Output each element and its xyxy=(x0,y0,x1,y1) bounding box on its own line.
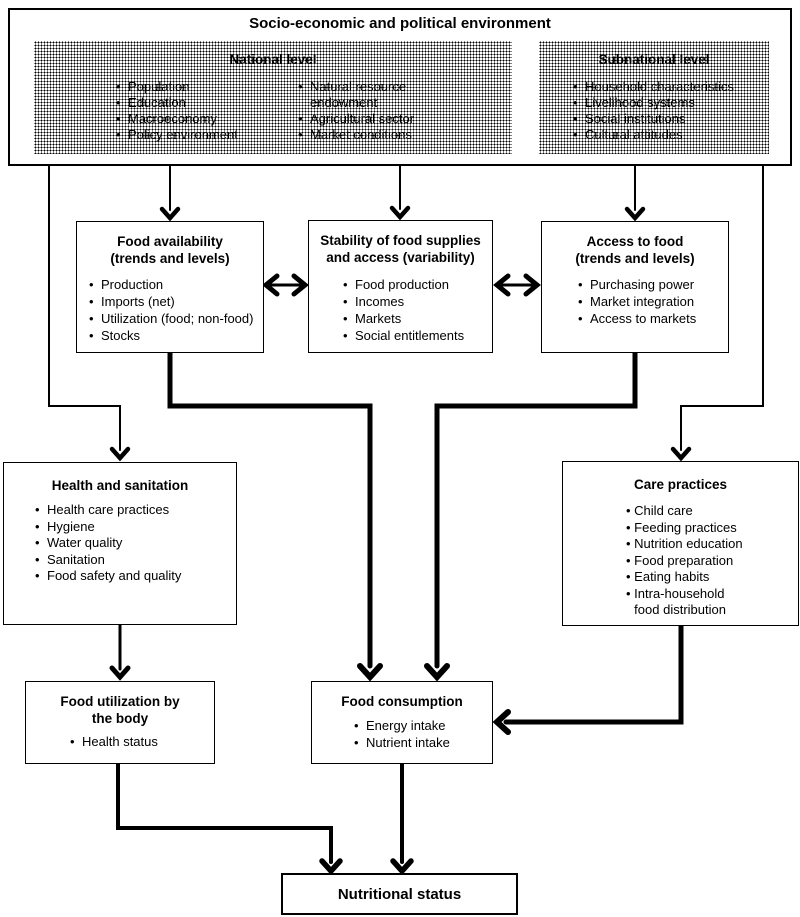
national-list-col1: Population Education Macroeconomy Policy… xyxy=(116,79,238,143)
stability-title: Stability of food supplies and access (v… xyxy=(309,232,492,266)
title-line1: Food utilization by xyxy=(60,694,180,709)
list-item: Energy intake xyxy=(354,717,450,734)
food-availability-list: Production Imports (net) Utilization (fo… xyxy=(89,276,253,344)
stability-list: Food production Incomes Markets Social e… xyxy=(343,276,464,344)
double-arrow-stability-access xyxy=(493,273,541,297)
title-line2: the body xyxy=(91,711,149,726)
list-item: Natural resource endowment xyxy=(298,79,463,111)
care-practices-title: Care practices xyxy=(633,477,728,492)
arrow-care-to-consumption xyxy=(492,623,684,735)
box-food-consumption: Food consumption Energy intake Nutrient … xyxy=(311,681,493,764)
list-item: Feeding practices xyxy=(626,520,752,537)
box-nutritional-status: Nutritional status xyxy=(281,873,518,915)
list-item: Child care xyxy=(626,503,752,520)
title-line2: (trends and levels) xyxy=(110,251,230,266)
list-item: Social institutions xyxy=(573,111,763,127)
list-item: Utilization (food; non-food) xyxy=(89,310,253,327)
arrow-env-to-stability xyxy=(389,165,411,221)
arrow-env-to-health xyxy=(48,165,131,462)
list-item: Household characteristics xyxy=(573,79,763,95)
list-item: Education xyxy=(116,95,238,111)
title-line1: Food availability xyxy=(117,234,223,249)
list-item: Imports (net) xyxy=(89,293,253,310)
arrow-consumption-to-nutrition xyxy=(390,762,414,876)
arrow-env-to-access xyxy=(624,165,646,222)
arrow-health-to-utilization xyxy=(109,623,131,681)
arrow-env-to-care xyxy=(670,165,764,462)
list-item: Social entitlements xyxy=(343,327,464,344)
title-line1: Stability of food supplies xyxy=(320,233,481,248)
list-item: Access to markets xyxy=(578,310,696,327)
box-food-utilization: Food utilization by the body Health stat… xyxy=(25,681,215,764)
list-item: Food preparation xyxy=(626,553,752,570)
health-list: Health care practices Hygiene Water qual… xyxy=(35,502,181,585)
food-availability-title: Food availability (trends and levels) xyxy=(77,233,263,267)
access-to-food-title: Access to food (trends and levels) xyxy=(542,233,728,267)
list-item: Intra-household food distribution xyxy=(626,586,752,619)
list-item: Nutrition education xyxy=(626,536,752,553)
national-level-title: National level xyxy=(229,52,317,67)
food-consumption-title: Food consumption xyxy=(341,694,463,709)
box-socioeconomic-environment: Socio-economic and political environment… xyxy=(8,8,792,166)
list-item: Water quality xyxy=(35,535,181,552)
box-stability: Stability of food supplies and access (v… xyxy=(308,220,493,353)
double-arrow-availability-stability xyxy=(262,273,309,297)
box-access-to-food: Access to food (trends and levels) Purch… xyxy=(541,221,729,353)
list-item: Health status xyxy=(70,733,158,750)
list-item: Population xyxy=(116,79,238,95)
environment-title: Socio-economic and political environment xyxy=(249,15,551,32)
panel-national-level: National level Population Education Macr… xyxy=(34,41,512,154)
list-item: Policy environment xyxy=(116,127,238,143)
national-list-col2: Natural resource endowment Agricultural … xyxy=(298,79,463,143)
list-item: Incomes xyxy=(343,293,464,310)
list-item: Market conditions xyxy=(298,127,463,143)
arrow-utilization-to-nutrition xyxy=(116,762,343,876)
title-line1: Access to food xyxy=(586,234,684,249)
arrow-availability-to-consumption xyxy=(167,350,383,682)
list-item: Eating habits xyxy=(626,569,752,586)
list-item: Health care practices xyxy=(35,502,181,519)
list-item: Agricultural sector xyxy=(298,111,463,127)
list-item: Hygiene xyxy=(35,519,181,536)
list-item: Cultural attitudes xyxy=(573,127,763,143)
health-title: Health and sanitation xyxy=(51,478,189,493)
list-item: Production xyxy=(89,276,253,293)
list-item: Markets xyxy=(343,310,464,327)
list-item: Livelihood systems xyxy=(573,95,763,111)
list-item: Macroeconomy xyxy=(116,111,238,127)
title-line2: (trends and levels) xyxy=(575,251,695,266)
list-item-text: Intra-household food distribution xyxy=(634,585,726,618)
subnational-level-title: Subnational level xyxy=(598,52,710,67)
box-food-availability: Food availability (trends and levels) Pr… xyxy=(76,221,264,353)
box-care-practices: Care practices Child care Feeding practi… xyxy=(562,461,799,626)
food-utilization-list: Health status xyxy=(70,733,158,750)
panel-subnational-level: Subnational level Household characterist… xyxy=(539,41,769,154)
list-item: Market integration xyxy=(578,293,696,310)
arrow-access-to-consumption xyxy=(424,350,638,682)
list-item: Purchasing power xyxy=(578,276,696,293)
list-item: Nutrient intake xyxy=(354,734,450,751)
nutritional-status-title: Nutritional status xyxy=(337,885,462,903)
food-utilization-title: Food utilization by the body xyxy=(26,693,214,727)
list-item: Food safety and quality xyxy=(35,568,181,585)
box-health-and-sanitation: Health and sanitation Health care practi… xyxy=(3,462,237,625)
food-consumption-list: Energy intake Nutrient intake xyxy=(354,717,450,751)
access-to-food-list: Purchasing power Market integration Acce… xyxy=(578,276,696,327)
list-item: Food production xyxy=(343,276,464,293)
arrow-env-to-availability xyxy=(159,165,181,222)
title-line2: and access (variability) xyxy=(326,250,475,265)
list-item: Stocks xyxy=(89,327,253,344)
subnational-list: Household characteristics Livelihood sys… xyxy=(573,79,763,143)
list-item: Sanitation xyxy=(35,552,181,569)
care-practices-list: Child care Feeding practices Nutrition e… xyxy=(626,503,752,619)
